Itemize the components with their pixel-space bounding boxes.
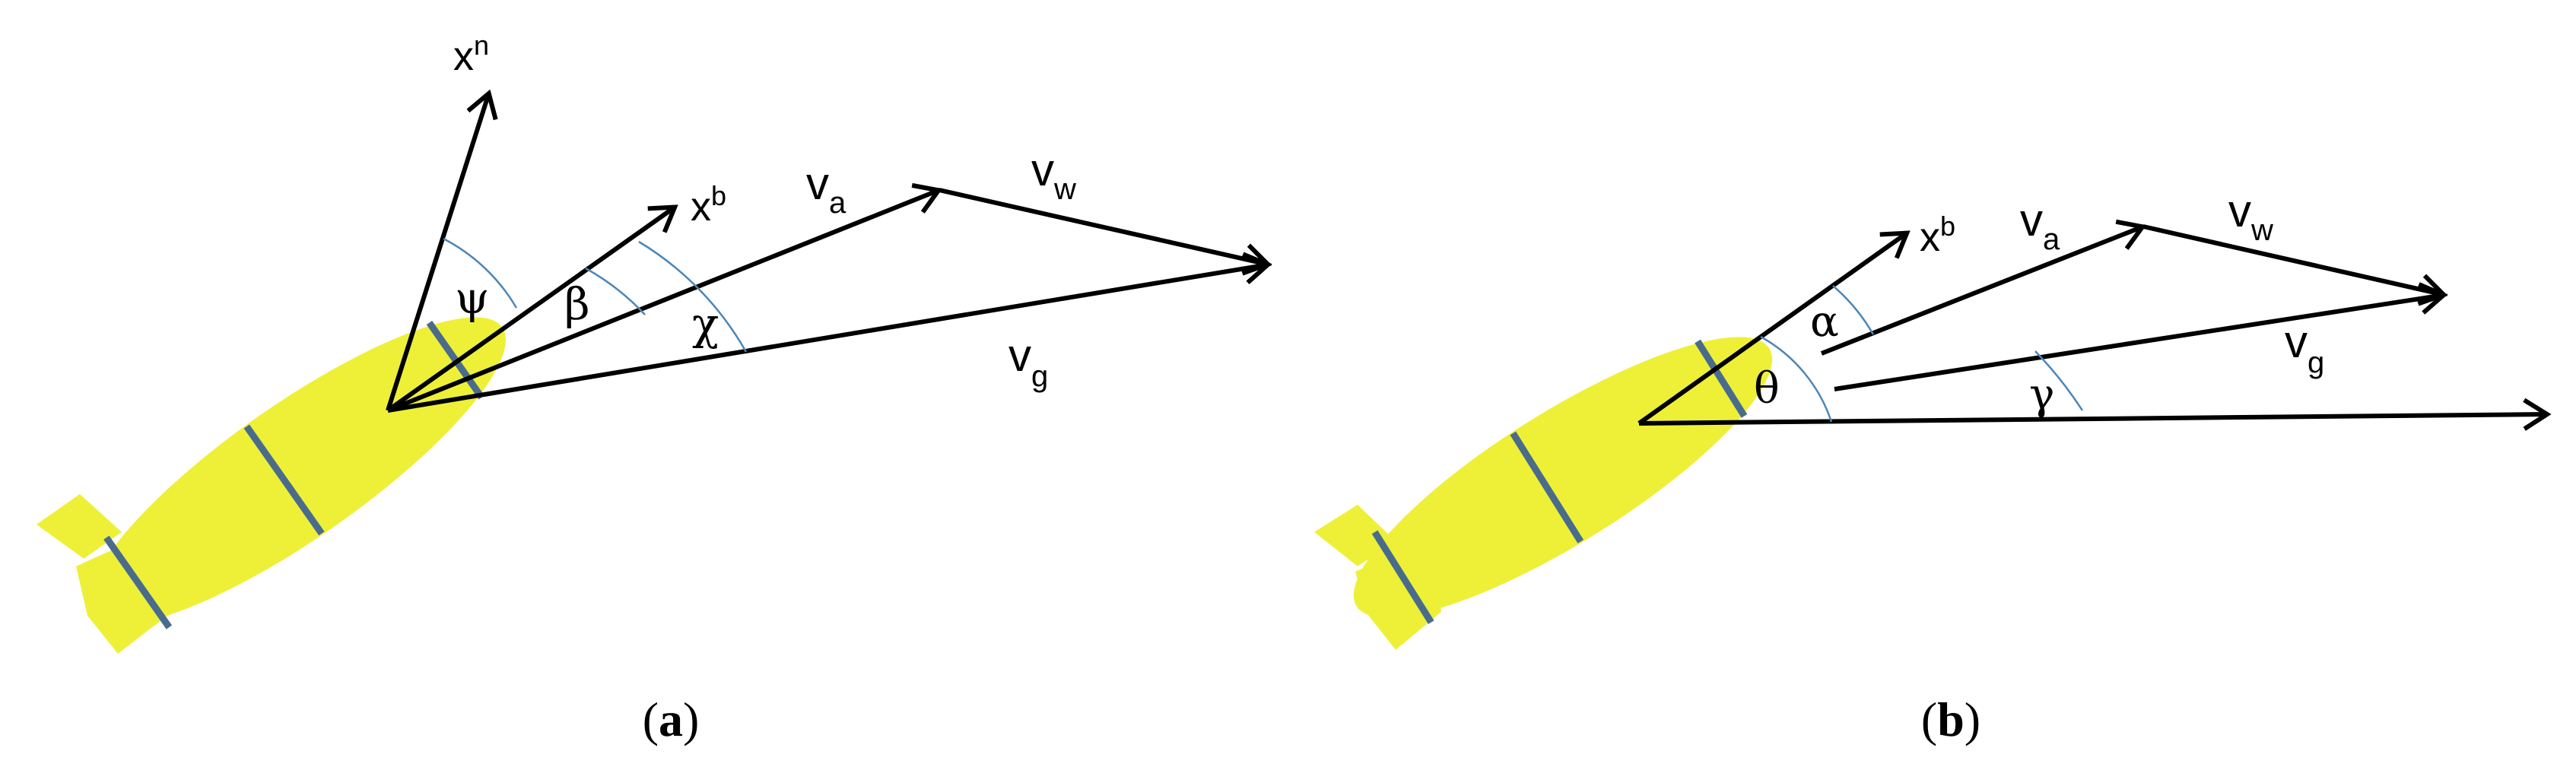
chi-arc-a: [638, 240, 748, 353]
aircraft-body-b: [1353, 337, 1773, 618]
chi-label-a: χ: [692, 298, 719, 350]
va-vector-b: [1820, 219, 2147, 356]
vg-vector-b: [1834, 282, 2448, 391]
xn-label-a: xn: [453, 30, 489, 79]
vg-label-b: vg: [2285, 316, 2324, 379]
psi-label-a: ψ: [455, 272, 489, 324]
vg-label-a: vg: [1008, 330, 1048, 393]
beta-label-a: β: [564, 278, 590, 330]
vw-vector-b: [2142, 224, 2448, 306]
caption-a: (a): [643, 692, 700, 746]
panel-b: xb va vw vg α θ γ (b): [1314, 185, 2552, 746]
beta-arc-a: [585, 267, 646, 315]
xb-label-b: xb: [1920, 211, 1955, 260]
theta-label-b: θ: [1754, 364, 1780, 413]
body-band-1-b: [1371, 530, 1434, 625]
alpha-arc-b: [1832, 285, 1875, 335]
body-band-2-b: [1510, 431, 1584, 543]
body-band-2-a: [243, 424, 325, 536]
gamma-label-b: γ: [2029, 370, 2054, 420]
xn-axis-a: [386, 89, 498, 411]
aircraft-b: [1314, 337, 1773, 650]
body-band-3-b: [1695, 339, 1748, 418]
caption-b: (b): [1921, 692, 1980, 746]
alpha-label-b: α: [1810, 297, 1839, 347]
vw-label-b: vw: [2228, 185, 2273, 247]
panel-a: xn xb va vw vg ψ β χ (a): [37, 30, 1272, 746]
va-label-a: va: [806, 158, 846, 220]
xb-axis-a: [386, 204, 678, 413]
va-vector-a: [386, 182, 943, 413]
tail-fin-upper-a: [37, 494, 122, 559]
theta-arc-b: [1760, 335, 1833, 423]
vw-label-a: vw: [1031, 144, 1076, 206]
body-band-1-a: [103, 535, 173, 629]
vg-vector-a: [387, 252, 1272, 413]
vw-vector-a: [939, 188, 1272, 276]
xb-label-a: xb: [691, 180, 726, 230]
aircraft-body-a: [87, 317, 506, 626]
horizontal-reference-b: [1638, 398, 2552, 431]
aircraft-a: [37, 317, 506, 654]
gamma-arc-b: [2034, 350, 2084, 411]
psi-arc-a: [443, 237, 518, 309]
xb-axis-b: [1637, 230, 1911, 426]
va-label-b: va: [2020, 195, 2060, 256]
